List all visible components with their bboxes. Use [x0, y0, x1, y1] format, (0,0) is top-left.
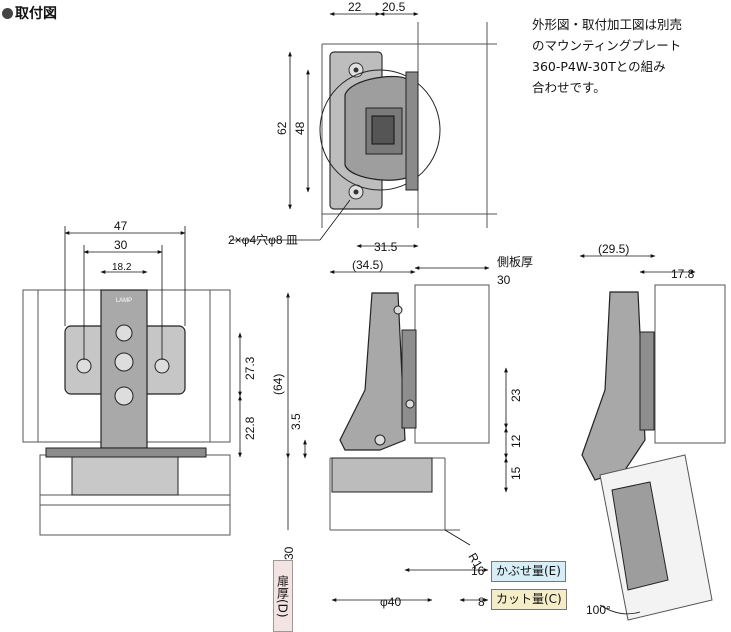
part-marking: LAMP [116, 298, 132, 304]
section-title: 取付図 [2, 3, 57, 23]
dim-29-5: (29.5) [598, 242, 629, 256]
dim-40: φ40 [380, 595, 401, 609]
dim-16: 16 [471, 564, 485, 578]
cup-outline [319, 69, 441, 191]
dim-22-8: 22.8 [243, 416, 257, 440]
screw-icon [76, 358, 92, 374]
dim-27-3: 27.3 [243, 356, 257, 380]
front-view: LAMP 47 30 18.2 27.3 22.8 [22, 219, 257, 536]
bullet-icon [2, 7, 13, 19]
screw-icon [154, 358, 170, 374]
dim-3-5: 3.5 [289, 413, 303, 430]
dim-48: 48 [293, 121, 307, 135]
dim-angle-100: 100° [586, 603, 611, 617]
label-door-thickness-d: 扉厚(D) [273, 560, 293, 632]
dim-r1: R1 [465, 551, 485, 572]
section-title-text: 取付図 [15, 6, 57, 22]
side-view-open: (29.5) 17.8 100° [579, 242, 726, 621]
note-line-1: 外形図・取付加工図は別売 [532, 17, 683, 32]
dim-8: 8 [478, 595, 485, 609]
label-overlay-e: かぶせ量(E) [491, 561, 566, 582]
dim-34-5: (34.5) [352, 258, 383, 272]
dim-30: 30 [114, 238, 128, 252]
dim-18-2: 18.2 [112, 262, 132, 273]
side-view-closed: (34.5) 側板厚 30 (64) 3.5 23 12 15 R1 16 φ4… [271, 255, 533, 609]
top-view: 22 20.5 62 48 2×φ4穴φ8 皿 31.5 [228, 0, 497, 254]
screw-icon [114, 352, 134, 372]
dim-30-door: 30 [282, 546, 296, 560]
hinge-side [339, 292, 406, 451]
dim-side-panel: 側板厚 [497, 255, 533, 269]
label-cut-c: カット量(C) [491, 589, 567, 610]
mounting-note: 外形図・取付加工図は別売 のマウンティングプレート 360-P4W-30Tとの組… [532, 14, 728, 98]
dim-47: 47 [114, 219, 128, 233]
dim-64: (64) [271, 374, 285, 395]
dim-23: 23 [509, 388, 523, 402]
note-line-4: 合わせです。 [532, 80, 606, 95]
hinge-open-arm [581, 291, 646, 481]
screw-icon [115, 324, 133, 342]
dim-22: 22 [348, 0, 362, 14]
note-line-2: のマウンティングプレート [532, 38, 682, 53]
dim-62: 62 [275, 121, 289, 135]
screw-icon [114, 386, 134, 406]
note-line-3: 360-P4W-30Tとの組み [532, 59, 666, 74]
dim-side-panel-30: 30 [497, 273, 511, 287]
dim-15: 15 [509, 466, 523, 480]
dim-hole-spec: 2×φ4穴φ8 皿 [228, 232, 298, 247]
dim-12: 12 [509, 434, 523, 448]
dim-20-5: 20.5 [382, 0, 406, 14]
dim-31-5: 31.5 [374, 240, 398, 254]
dim-17-8: 17.8 [671, 267, 695, 281]
